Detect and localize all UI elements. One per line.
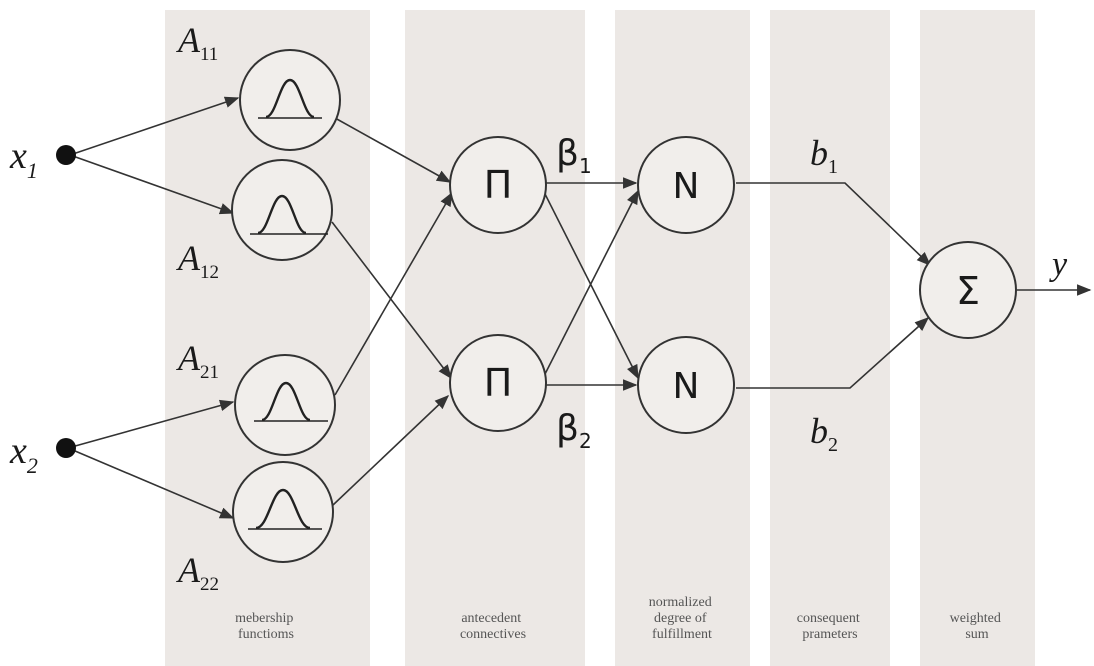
gaussian-mf-icon <box>261 381 311 422</box>
membership-node-a11 <box>239 49 341 151</box>
sum-symbol: Σ <box>956 269 980 313</box>
membership-node-a22 <box>232 461 334 563</box>
caption-antecedent: antecedent connectives <box>460 611 526 642</box>
caption-consequent: consequent prameters <box>797 611 863 642</box>
label-x2: x2 <box>9 430 38 478</box>
edge-x1-a11 <box>69 96 240 156</box>
edge-pi2-n1 <box>542 189 639 379</box>
label-a11: A11 <box>176 20 218 65</box>
edge-x1-a12 <box>69 154 235 215</box>
membership-node-a21 <box>234 354 336 456</box>
input-node-x2 <box>56 438 76 458</box>
input-node-x1 <box>56 145 76 165</box>
membership-node-a12 <box>231 159 333 261</box>
edge-x2-a21 <box>67 399 235 449</box>
label-beta1: β1 <box>556 133 592 178</box>
gaussian-mf-icon <box>257 194 307 235</box>
normalize-symbol: N <box>673 366 700 407</box>
product-symbol: Π <box>484 163 513 207</box>
label-output-y: y <box>1049 246 1068 283</box>
edge-a22-pi2 <box>332 395 450 506</box>
label-b1: b1 <box>810 133 838 178</box>
caption-membership: mebership functioms <box>235 611 297 642</box>
edge-n1-sum <box>736 182 932 266</box>
label-b2: b2 <box>810 411 838 456</box>
label-a21: A21 <box>176 338 219 383</box>
product-node-1: Π <box>449 136 547 234</box>
label-beta2: β2 <box>556 408 592 453</box>
product-symbol: Π <box>484 361 513 405</box>
gaussian-mf-icon <box>255 488 311 530</box>
caption-normalization: normalized degree of fulfillment <box>649 595 715 642</box>
caption-weighted-sum: weighted sum <box>950 611 1005 642</box>
edge-a11-pi1 <box>334 117 452 183</box>
edge-x2-a22 <box>67 447 235 519</box>
product-node-2: Π <box>449 334 547 432</box>
normalize-symbol: N <box>673 166 700 207</box>
normalization-node-2: N <box>637 336 735 434</box>
label-a22: A22 <box>176 550 219 595</box>
label-x1: x1 <box>9 135 38 183</box>
sum-node: Σ <box>919 241 1017 339</box>
label-a12: A12 <box>176 238 219 283</box>
gaussian-mf-icon <box>265 78 315 119</box>
edge-a21-pi1 <box>334 191 453 396</box>
edge-n2-sum <box>736 317 930 389</box>
layer-band-consequent <box>770 10 890 666</box>
edge-a12-pi2 <box>331 221 452 380</box>
normalization-node-1: N <box>637 136 735 234</box>
